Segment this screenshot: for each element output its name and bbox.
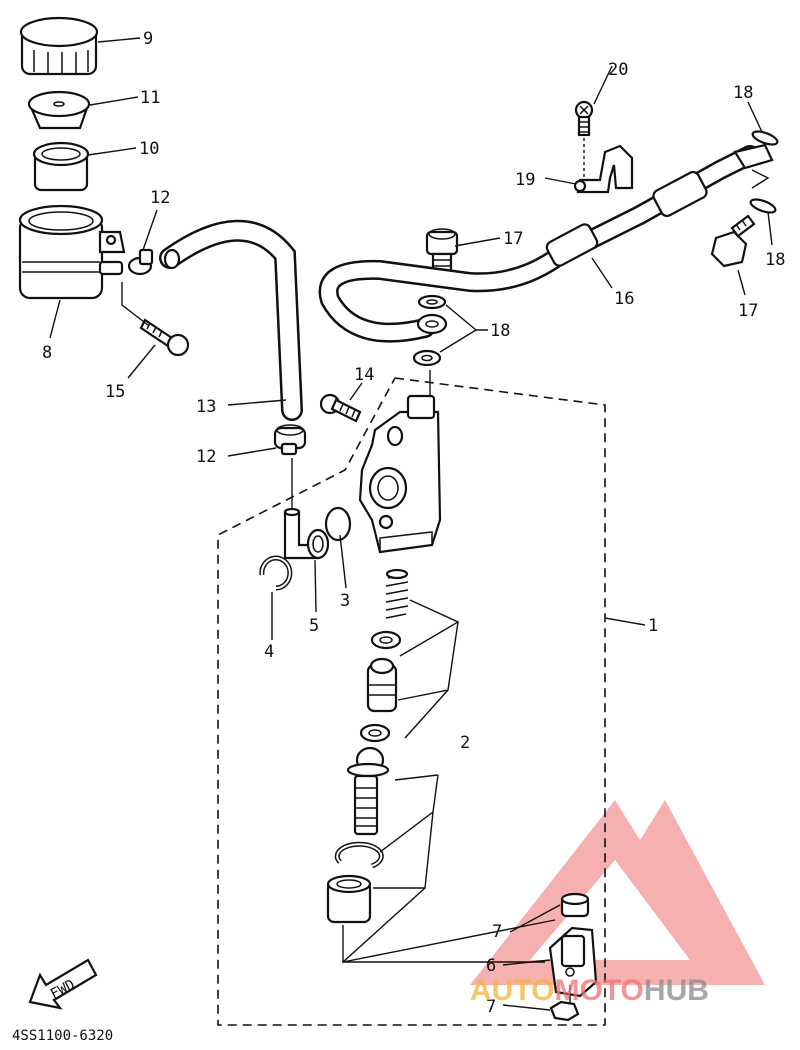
part-17-union-bolt-right [710,214,756,268]
part-18-washer-right-upper [751,130,779,146]
part-piston [366,657,398,713]
callout-19: 19 [515,170,535,190]
part-18-washer-upper [417,294,447,310]
part-cup-seal-secondary [359,723,391,743]
leader-2-group [397,599,460,739]
leader-1-internal-group [342,774,439,964]
callout-7-lower: 7 [486,997,496,1017]
part-6-clevis [548,926,598,998]
leader-17-center [454,237,501,247]
assembly-boundary [217,377,606,1026]
callout-13: 13 [196,397,216,417]
part-18-washer-lower [412,349,442,367]
leader-20 [593,65,613,105]
part-cup-seal-primary [370,630,402,650]
callout-20: 20 [608,60,628,80]
callout-11: 11 [140,88,160,108]
callout-8: 8 [42,343,52,363]
leader-17-right [737,269,746,296]
callout-2: 2 [460,733,470,753]
part-spring [385,568,409,619]
part-9-reservoir-cap [19,16,99,76]
leader-12-lower [227,447,277,457]
part-13-reservoir-hose [159,219,303,421]
leader-7-lower [502,1004,551,1011]
leader-19 [544,177,577,185]
callout-18-right-upper: 18 [733,83,753,103]
part-20-screw [574,100,594,137]
callout-17-center: 17 [503,229,523,249]
callout-18-middle: 18 [490,321,510,341]
leader-1 [604,617,646,626]
leader-3 [339,534,347,589]
part-14-bolt [319,393,362,423]
leader-5 [314,559,317,613]
callout-12-upper: 12 [150,188,170,208]
leader-8 [49,299,61,339]
leader-18-right-upper [747,101,763,133]
leader-9 [97,37,141,43]
part-4-circlip [259,555,293,591]
callout-9: 9 [143,29,153,49]
master-cylinder-body [358,394,442,554]
part-5-hose-joint [283,507,330,560]
part-19-hose-guide [573,144,634,194]
watermark-text: AUTOMOTOHUB [470,974,709,1007]
callout-3: 3 [340,591,350,611]
part-15-bolt [139,318,190,357]
part-10-diaphragm [32,141,90,192]
part-8-reservoir-tank [18,204,126,300]
callout-5: 5 [309,616,319,636]
watermark-part-2: MOTO [554,974,643,1007]
callout-15: 15 [105,382,125,402]
callout-12-lower: 12 [196,447,216,467]
callout-14: 14 [354,365,374,385]
leader-12-upper [142,209,158,251]
callout-7-upper: 7 [492,922,502,942]
part-11-diaphragm-plate [27,90,91,130]
leader-10 [87,147,137,156]
leader-15 [127,344,156,379]
part-7-nut-lower [549,1000,580,1022]
callout-17-right: 17 [738,301,758,321]
part-7-nut-upper [560,892,590,918]
leader-13 [227,399,287,406]
callout-6: 6 [486,956,496,976]
watermark-part-3: HUB [644,974,709,1007]
callout-18-right-lower: 18 [765,250,785,270]
diagram-code: 4SS1100-6320 [12,1028,113,1044]
callout-1: 1 [648,616,658,636]
leader-11 [89,96,139,106]
part-circlip-internal [334,841,384,869]
part-12-hose-clamp-upper [127,248,154,276]
watermark-part-1: AUTO [470,974,554,1007]
watermark-logo [470,800,765,985]
part-18-washer-right-lower [749,198,777,214]
part-push-rod [346,746,390,836]
callout-16: 16 [614,289,634,309]
leader-reservoir-to-bolt [121,282,149,326]
part-dust-boot [326,874,372,924]
leader-hose-end-to-washer [751,169,770,189]
part-12-hose-clamp-lower [273,424,307,456]
leader-18-middle [439,304,488,353]
leader-16 [591,257,613,289]
fwd-arrow: FWD [28,958,98,1010]
leader-14 [349,382,363,401]
leader-6 [502,959,551,966]
part-3-o-ring [324,506,352,542]
part-16-brake-hose [318,143,774,343]
leader-7-upper [509,904,561,933]
leader-18-right-lower [767,211,773,246]
callout-10: 10 [139,139,159,159]
callout-4: 4 [264,642,274,662]
